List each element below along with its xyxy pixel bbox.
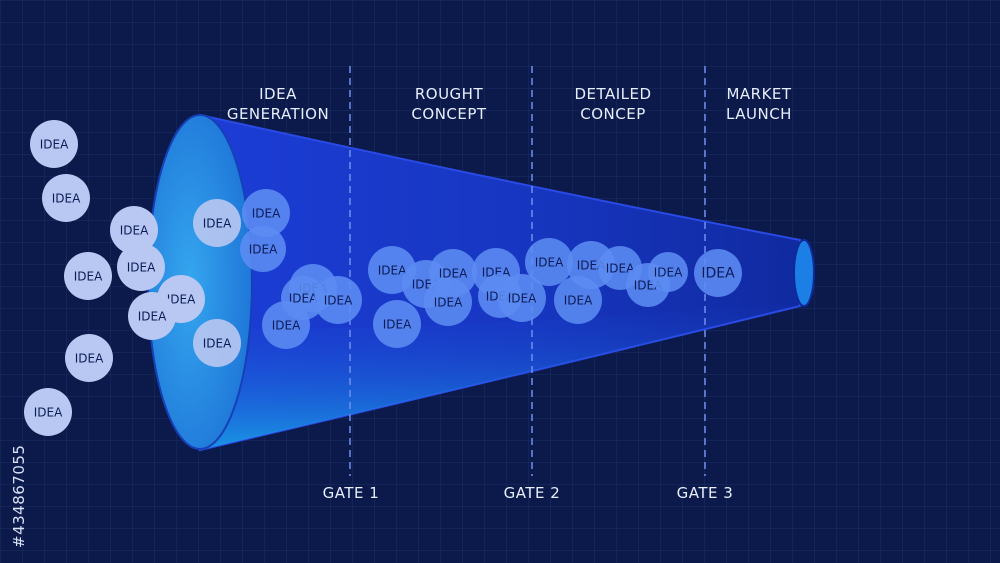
stage-label-rough-concept: ROUGHT CONCEPT — [411, 84, 486, 124]
idea-bubble: IDEA — [554, 276, 602, 324]
idea-bubble-label: IDEA — [40, 138, 69, 152]
idea-bubble-label: IDEA — [434, 296, 463, 310]
stage-label-market-launch: MARKET LAUNCH — [726, 84, 792, 124]
stage-label-line2: CONCEPT — [411, 105, 487, 123]
funnel-mouth — [147, 114, 253, 450]
idea-bubble: IDEA — [373, 300, 421, 348]
idea-bubble: IDEA — [42, 174, 90, 222]
idea-bubble-circle — [110, 206, 158, 254]
stock-id-watermark: #434867055 — [10, 444, 28, 548]
idea-bubble-label: IDEA — [75, 352, 104, 366]
idea-bubble-label: IDEA — [289, 292, 318, 306]
gate-label-1: GATE 1 — [322, 484, 380, 502]
idea-bubble-label: IDEA — [120, 224, 149, 238]
stage-label-idea-generation: IDEA GENERATION — [227, 84, 329, 124]
idea-bubble: IDEA — [64, 252, 112, 300]
idea-bubble-circle — [240, 226, 286, 272]
funnel-bottom-shade — [200, 300, 800, 450]
idea-bubble: IDEA — [117, 243, 165, 291]
idea-bubble-label: IDEA — [606, 262, 635, 276]
idea-bubble-label: IDEA — [167, 293, 196, 307]
idea-bubble-circle — [373, 300, 421, 348]
idea-bubble: IDEA — [242, 189, 290, 237]
idea-bubble-circle — [24, 388, 72, 436]
idea-bubble-label: IDEA — [272, 319, 301, 333]
stage-label-line1: MARKET — [726, 85, 792, 103]
idea-bubble-label: IDEA — [654, 266, 683, 280]
idea-bubble-label: IDEA — [74, 270, 103, 284]
idea-bubble-circle — [648, 252, 688, 292]
idea-bubble: IDEA — [498, 274, 546, 322]
idea-bubble: IDEA — [65, 334, 113, 382]
idea-bubble-circle — [128, 292, 176, 340]
idea-bubble-label: IDEA — [252, 207, 281, 221]
funnel-outlet — [793, 239, 815, 307]
idea-bubble: IDEA — [24, 388, 72, 436]
idea-bubble-label: IDEA — [52, 192, 81, 206]
idea-bubble-label: IDEA — [378, 264, 407, 278]
stage-label-line2: GENERATION — [226, 105, 330, 123]
stage-label-line1: IDEA — [259, 85, 297, 103]
idea-bubble: IDEA — [193, 199, 241, 247]
idea-bubble-label: IDEA — [439, 267, 468, 281]
stage-label-line2: CONCEP — [580, 105, 646, 123]
idea-bubble: IDEA — [525, 238, 573, 286]
idea-bubble-circle — [65, 334, 113, 382]
idea-bubble: IDEA — [30, 120, 78, 168]
idea-bubble-circle — [498, 274, 546, 322]
idea-bubble: IDEA — [240, 226, 286, 272]
idea-bubble-label: IDEA — [203, 217, 232, 231]
stage-label-line1: DETAILED — [574, 85, 652, 103]
stage-label-detailed-concept: DETAILED CONCEP — [574, 84, 651, 124]
idea-bubble: IDEA — [128, 292, 176, 340]
idea-bubble-circle — [242, 189, 290, 237]
idea-bubble-label: IDEA — [203, 337, 232, 351]
idea-bubble-circle — [554, 276, 602, 324]
idea-bubble-circle — [42, 174, 90, 222]
idea-bubble-circle — [64, 252, 112, 300]
idea-bubble: IDEA — [110, 206, 158, 254]
idea-bubble-label: IDEA — [383, 318, 412, 332]
gate-label-2: GATE 2 — [503, 484, 561, 502]
idea-bubble-label: IDEA — [127, 261, 156, 275]
idea-bubble-circle — [262, 301, 310, 349]
idea-bubble-circle — [117, 243, 165, 291]
idea-bubble-circle — [424, 278, 472, 326]
idea-bubble: IDEA — [424, 278, 472, 326]
idea-bubble: IDEA — [694, 249, 742, 297]
idea-bubble-label: IDEA — [701, 266, 735, 282]
idea-bubble-label: IDEA — [508, 292, 537, 306]
gate-label-3: GATE 3 — [676, 484, 734, 502]
idea-bubble-circle — [193, 199, 241, 247]
idea-bubbles: IDEA IDEA IDEA IDEA IDEA IDEA IDEA IDEA IDEA IDEA… — [24, 120, 742, 436]
idea-bubble-circle — [694, 249, 742, 297]
idea-bubble-label: IDEA — [249, 243, 278, 257]
idea-bubble-label: IDEA — [138, 310, 167, 324]
idea-bubble-circle — [193, 319, 241, 367]
idea-bubble-label: IDEA — [564, 294, 593, 308]
idea-bubble: IDEA — [262, 301, 310, 349]
idea-bubble-circle — [30, 120, 78, 168]
idea-bubble-label: IDEA — [324, 294, 353, 308]
idea-bubble: IDEA — [193, 319, 241, 367]
idea-bubble: IDEA — [314, 276, 362, 324]
stage-label-line2: LAUNCH — [726, 105, 792, 123]
idea-bubble-label: IDEA — [535, 256, 564, 270]
idea-bubble-circle — [525, 238, 573, 286]
idea-bubble-label: IDEA — [34, 406, 63, 420]
stage-label-line1: ROUGHT — [414, 85, 484, 103]
idea-bubble-circle — [314, 276, 362, 324]
idea-bubble: IDEA — [648, 252, 688, 292]
